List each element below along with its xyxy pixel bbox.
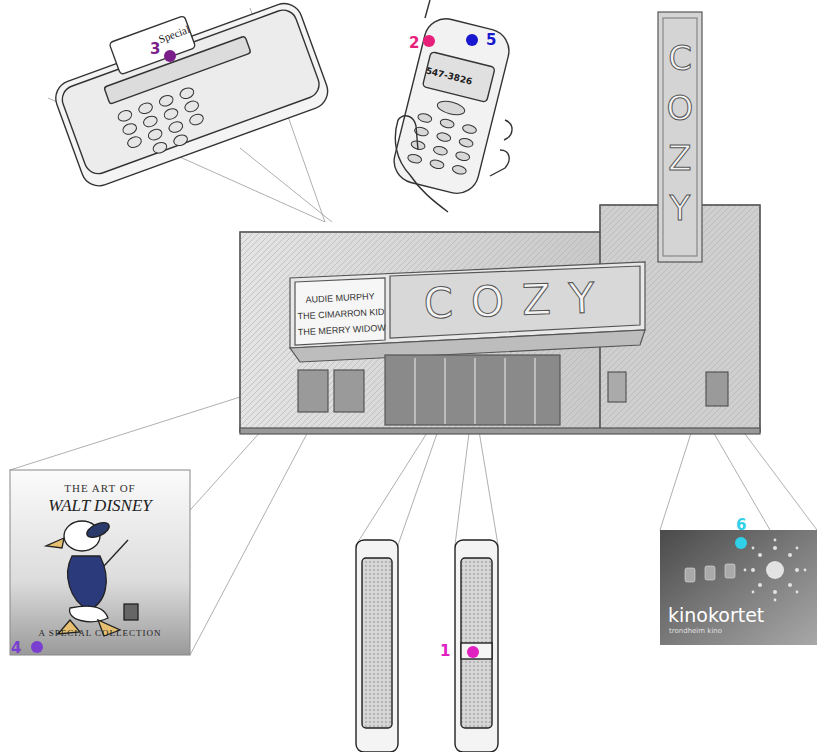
cinema-card-panel: kinokortettrondheim kino [660, 530, 817, 645]
callout-number: 1 [440, 642, 450, 660]
mobile-phone [389, 0, 513, 212]
disney-poster [10, 470, 190, 655]
node-text: trondheim kino [669, 627, 722, 635]
callout-number: 5 [486, 31, 496, 49]
callout-number: 4 [11, 639, 21, 657]
node-text: THE ART OF [10, 482, 190, 494]
node-text: WALT DISNEY [10, 496, 190, 516]
poster-panel: THE ART OF WALT DISNEY A SPECIAL COLLECTIO… [10, 470, 190, 655]
node-text: kinokortet [668, 604, 764, 626]
cinema-building [240, 12, 760, 434]
node-text: THE CIMARRON KID [297, 304, 385, 325]
vertical-sign: COZY [660, 28, 700, 248]
marquee-board: AUDIE MURPHYTHE CIMARRON KIDTHE MERRY WI… [295, 282, 386, 347]
node-text: COZY [423, 272, 613, 328]
node-text: THE MERRY WIDOW [297, 320, 386, 341]
node-text: A SPECIAL COLLECTION [10, 628, 190, 638]
security-gates [356, 540, 498, 752]
card-terminal [43, 0, 332, 191]
callout-number: 6 [736, 516, 746, 534]
cinema-card [660, 530, 817, 645]
marquee-sign: COZY [397, 268, 639, 332]
callout-number: 2 [409, 34, 419, 52]
callout-number: 3 [150, 40, 160, 58]
callout-dots [31, 34, 747, 658]
node-text: COZY [660, 38, 700, 238]
node-text: AUDIE MURPHY [305, 288, 375, 308]
